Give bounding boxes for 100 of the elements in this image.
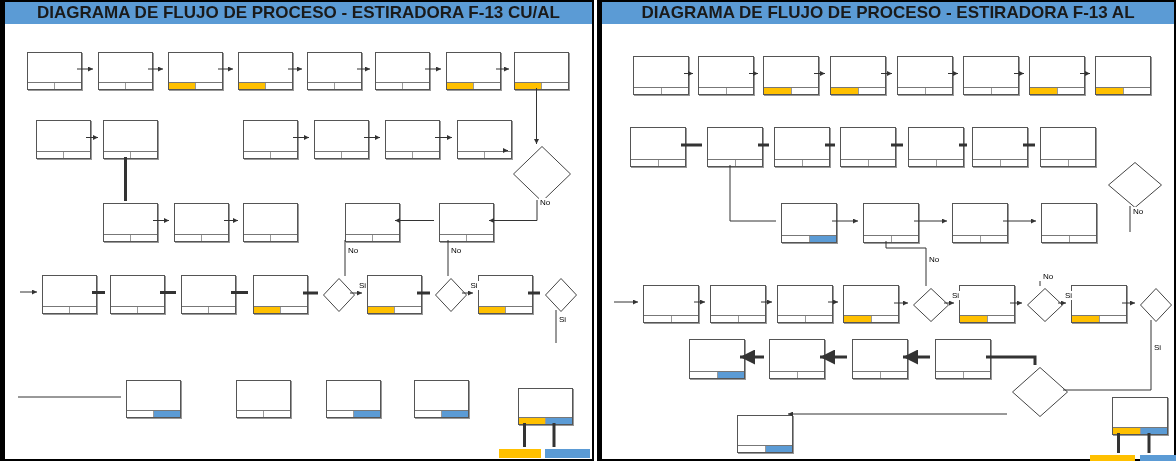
flow-arrow [217,66,234,72]
flow-arrow [820,349,847,365]
flow-arrow [831,218,859,224]
key-tag [499,449,541,458]
flow-arrow [461,290,474,296]
process-box [181,275,236,314]
process-box [326,380,381,418]
flow-arrow [893,300,909,306]
flow-arrow [488,199,538,223]
process-box [843,285,899,323]
flow-arrow [76,66,94,72]
process-box [514,52,569,90]
decision-diamond [1012,367,1068,417]
process-box [110,275,165,314]
process-box [763,56,819,95]
process-box [830,56,886,95]
flow-arrow [683,71,694,76]
process-box [698,56,754,95]
process-box [174,203,229,242]
edge-label: Si [558,314,568,324]
process-box [1041,203,1097,243]
process-box [478,275,533,314]
process-box [103,203,158,242]
flow-arrow [1079,71,1091,76]
process-box [897,56,953,95]
flow-arrow [349,290,363,296]
process-box [243,120,298,159]
process-box [1029,56,1085,95]
process-box [126,380,181,418]
process-box [1112,397,1168,435]
process-box [238,52,293,90]
flow-arrow [424,66,442,72]
process-box [168,52,223,90]
flow-arrow [903,349,930,365]
flow-arrow [287,66,303,72]
process-box [737,415,793,453]
process-box [1040,127,1096,167]
flow-arrow [363,135,381,140]
diagram-panel [597,0,1176,461]
process-box [345,203,400,242]
flow-arrow [434,135,453,140]
process-box [689,339,745,379]
edge-label: No [928,255,941,264]
edge-label: No [1132,207,1145,216]
flow-arrow [613,299,639,305]
process-box [952,203,1008,243]
flow-arrow [292,135,310,140]
edge-label: Si [358,281,368,290]
process-box [908,127,964,167]
flow-arrow [223,218,239,223]
process-box [963,56,1019,95]
flow-arrow [152,218,170,223]
decision-diamond [545,278,577,312]
process-box [375,52,430,90]
process-box [42,275,97,314]
flow-arrow [943,300,955,306]
diagram-panel [0,0,594,461]
key-tag [545,449,590,458]
decision-diamond [513,146,571,202]
flow-arrow [1013,71,1025,76]
decision-diamond [323,278,355,312]
process-box [643,285,699,323]
process-box [446,52,501,90]
process-box [385,120,440,159]
flow-arrow [534,87,539,145]
flow-arrow [748,71,759,76]
process-box [103,120,158,159]
flow-arrow [740,349,764,365]
decision-diamond [913,288,949,322]
flow-arrow [880,71,893,76]
panel-title: DIAGRAMA DE FLUJO DE PROCESO - ESTIRADORA F-13 AL [602,2,1174,24]
decision-diamond [1108,162,1162,208]
process-box [707,127,763,167]
process-box [414,380,469,418]
edge-label: No [1042,271,1055,281]
process-box [959,285,1015,323]
process-box [518,388,573,425]
flow-arrow [693,299,706,305]
process-box [863,203,919,243]
edge-label: Si [1064,291,1074,300]
flow-arrow [813,71,826,76]
flow-arrow [394,218,435,223]
flow-arrow [19,289,38,295]
panel-title: DIAGRAMA DE FLUJO DE PROCESO - ESTIRADORA F-13 CU/AL [5,2,592,24]
process-box [314,120,369,159]
key-tag [1090,455,1135,461]
flow-arrow [913,218,948,224]
process-box [630,127,686,167]
process-box [774,127,830,167]
flow-arrow [503,148,509,153]
process-box [935,339,991,379]
flow-arrow [1057,300,1067,306]
process-box [236,380,291,418]
flow-arrow [760,299,773,305]
process-box [840,127,896,167]
edge-label: Si [469,281,479,290]
flow-arrow [1009,300,1023,306]
process-box [972,127,1028,167]
process-box [36,120,91,159]
decision-diamond [1140,288,1172,322]
